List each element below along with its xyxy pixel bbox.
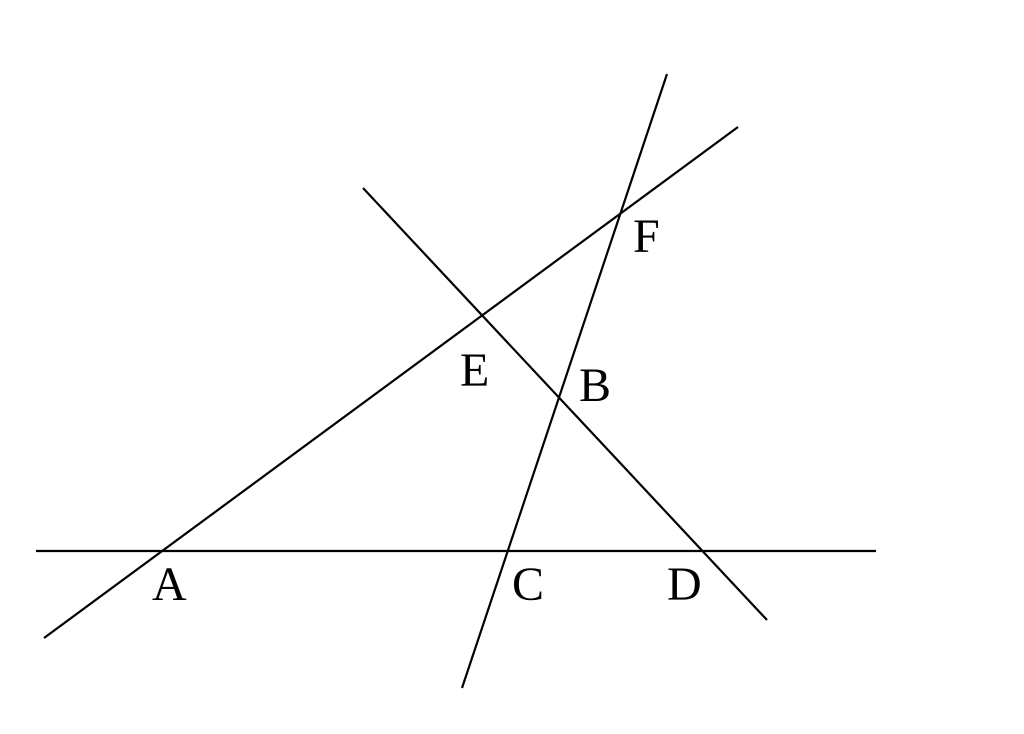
label-e: E (460, 344, 489, 397)
label-f: F (633, 210, 660, 263)
label-c: C (512, 558, 544, 611)
label-a: A (152, 558, 187, 611)
label-d: D (667, 558, 702, 611)
line-fbc (460, 73, 669, 689)
label-b: B (579, 359, 611, 412)
line-ebd (362, 187, 768, 621)
line-aef (43, 126, 739, 639)
